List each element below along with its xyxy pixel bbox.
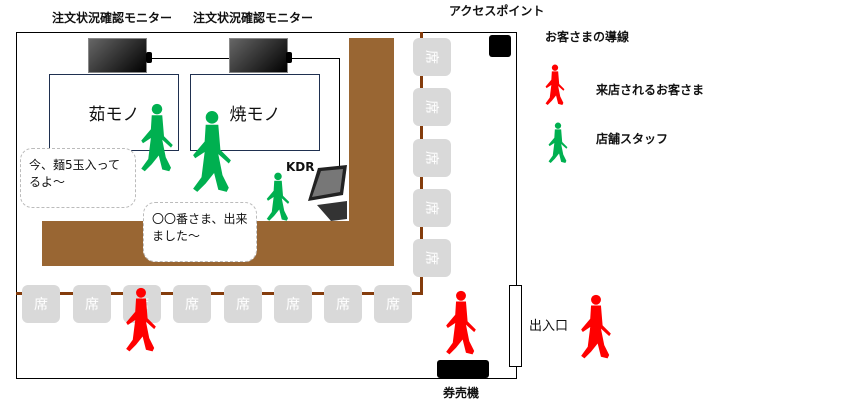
seat: 席 [374,285,412,323]
legend-staff-icon [546,122,570,164]
access-point-label: アクセスポイント [449,4,545,18]
staff-person-icon [262,172,294,222]
partition-wall [16,292,423,295]
staff-person-icon [190,110,234,194]
kdr-terminal-icon [308,165,347,221]
seat: 席 [274,285,312,323]
counter-vertical [349,38,394,224]
boil-station-label: 茹モノ [88,105,140,125]
seat-label: 席 [386,297,400,313]
cable [292,58,340,59]
ticket-machine [437,360,489,378]
seat-label: 席 [185,297,199,313]
seat-label: 席 [286,297,300,313]
seat-label: 席 [423,100,439,114]
seat: 席 [413,139,451,177]
seat-label: 席 [236,297,250,313]
speech-text: 〇〇番さま、出来ました～ [152,212,248,243]
legend-title: お客さまの導線 [545,30,630,44]
monitor-connector [286,52,292,63]
customer-person-icon [442,290,480,356]
speech-bubble-counter: 〇〇番さま、出来ました～ [143,202,257,262]
seat: 席 [22,285,60,323]
grill-station: 焼モノ [190,74,320,151]
seat-label: 席 [423,151,439,165]
seat: 席 [224,285,262,323]
order-monitor-2 [229,38,288,73]
seat-label: 席 [423,50,439,64]
seat: 席 [73,285,111,323]
staff-person-icon [138,103,176,173]
seat: 席 [413,88,451,126]
legend-customer-icon [543,64,567,106]
monitor-connector [146,52,152,63]
seat-label: 席 [423,251,439,265]
seat: 席 [413,38,451,76]
cable [152,58,229,59]
entrance-label: 出入口 [529,319,569,334]
store-floor [16,32,517,379]
ticket-machine-label: 券売機 [443,386,480,400]
seat-label: 席 [423,201,439,215]
seat-label: 席 [34,297,48,313]
speech-text: 今、麺5玉入ってるよ～ [29,158,121,189]
seat-label: 席 [336,297,350,313]
speech-bubble-staff: 今、麺5玉入ってるよ～ [20,148,136,208]
monitor-label-1: 注文状況確認モニター [52,11,173,25]
monitor-label-2: 注文状況確認モニター [193,11,314,25]
seat: 席 [173,285,211,323]
grill-station-label: 焼モノ [229,105,281,125]
kdr-label: KDR [286,160,315,174]
seat: 席 [324,285,362,323]
seat: 席 [413,239,451,277]
seat: 席 [413,189,451,227]
entrance-door [509,285,522,367]
legend-customer-label: 来店されるお客さま [596,83,705,97]
customer-person-icon [122,287,160,353]
legend-staff-label: 店舗スタッフ [596,132,669,146]
access-point-icon [489,35,511,57]
cable [339,58,340,166]
seat-label: 席 [85,297,99,313]
order-monitor-1 [88,38,147,73]
customer-person-icon [577,294,615,360]
